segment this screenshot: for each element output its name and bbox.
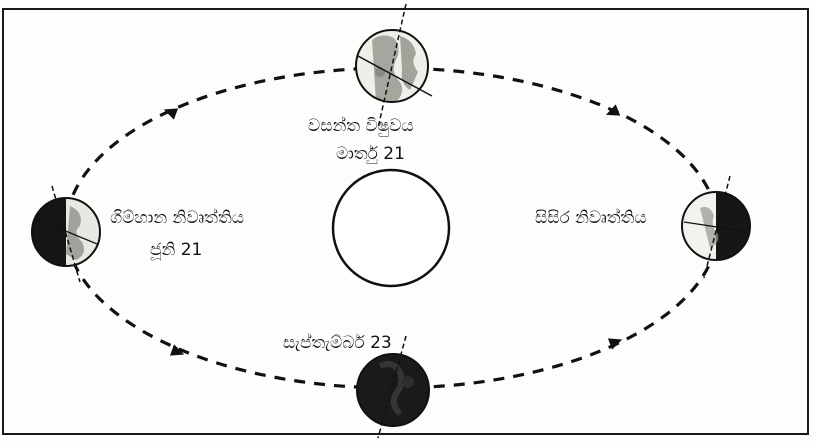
label-summer-date: ජූනි 21 [150,242,202,259]
label-september-date: සැප්තැම්බර් 23 [283,335,392,352]
orbit-arrow-top-left [162,104,178,120]
label-spring-date: මාර්තු 21 [336,146,405,163]
earth-summer-solstice [30,186,102,282]
label-spring-equinox: වසන්ත විෂුවය [308,118,414,135]
earth-spring-equinox [356,4,432,128]
label-winter-solstice: සිසිර නිවෘත්තිය [535,210,647,227]
earth-winter-solstice [682,176,752,278]
sun [333,170,449,286]
label-summer-solstice: ගිම්හාන නිවෘත්තිය [110,210,244,227]
orbit-arrow-top-right [604,104,621,120]
